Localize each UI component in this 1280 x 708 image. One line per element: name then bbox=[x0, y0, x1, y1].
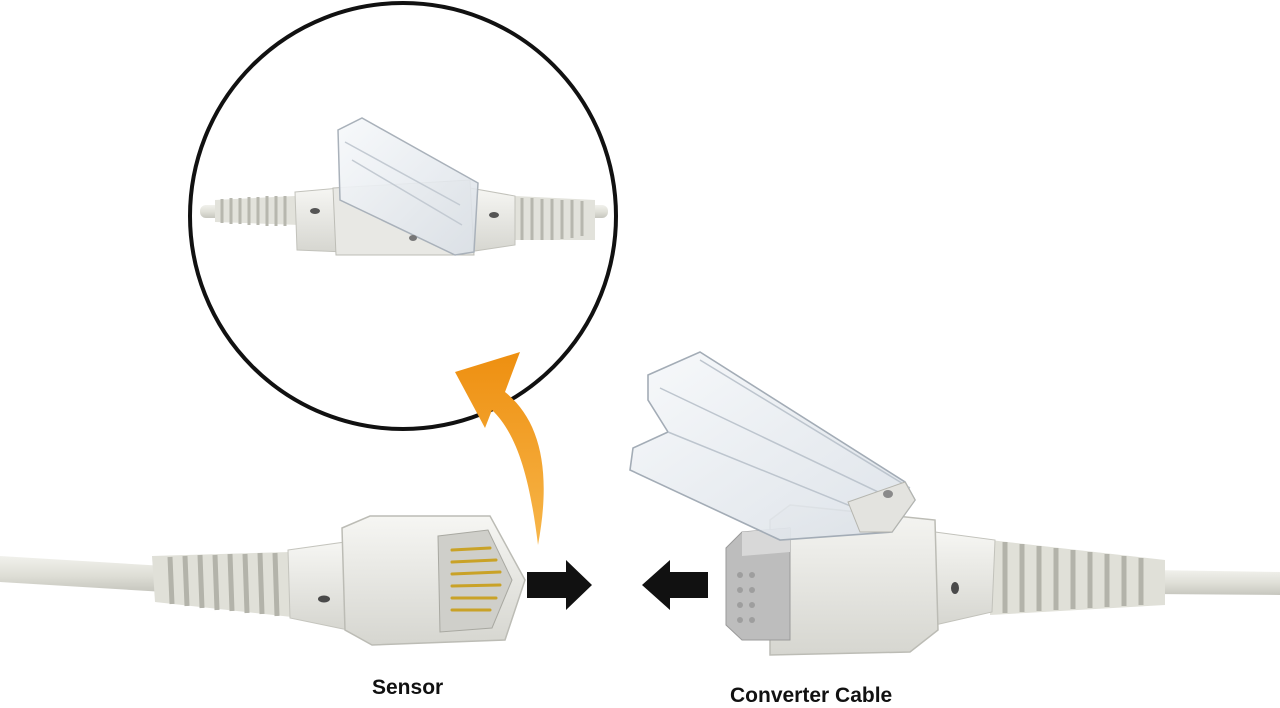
zoom-inset bbox=[188, 1, 618, 431]
sensor-label: Sensor bbox=[372, 676, 444, 699]
sensor-pin-socket bbox=[437, 529, 513, 633]
inset-right-strain-relief bbox=[515, 196, 595, 240]
sensor-assembly bbox=[0, 515, 526, 646]
sensor-cable bbox=[0, 556, 165, 592]
converter-cable bbox=[1150, 570, 1280, 595]
curved-arrow-up-icon bbox=[455, 352, 544, 545]
converter-clear-cover bbox=[629, 351, 916, 541]
inset-clear-cover bbox=[337, 117, 479, 256]
converter-assembly bbox=[629, 351, 1280, 656]
converter-cable-label: Converter Cable bbox=[730, 684, 893, 707]
converter-connector-neck bbox=[934, 531, 996, 626]
converter-socket-holes bbox=[737, 572, 755, 623]
converter-strain-relief bbox=[990, 540, 1165, 615]
sensor-pins bbox=[450, 546, 502, 612]
sensor-connector-neck bbox=[287, 541, 349, 631]
arrow-right-icon bbox=[527, 560, 592, 610]
arrow-left-icon bbox=[642, 560, 708, 610]
inset-connected-assembly bbox=[200, 117, 608, 256]
